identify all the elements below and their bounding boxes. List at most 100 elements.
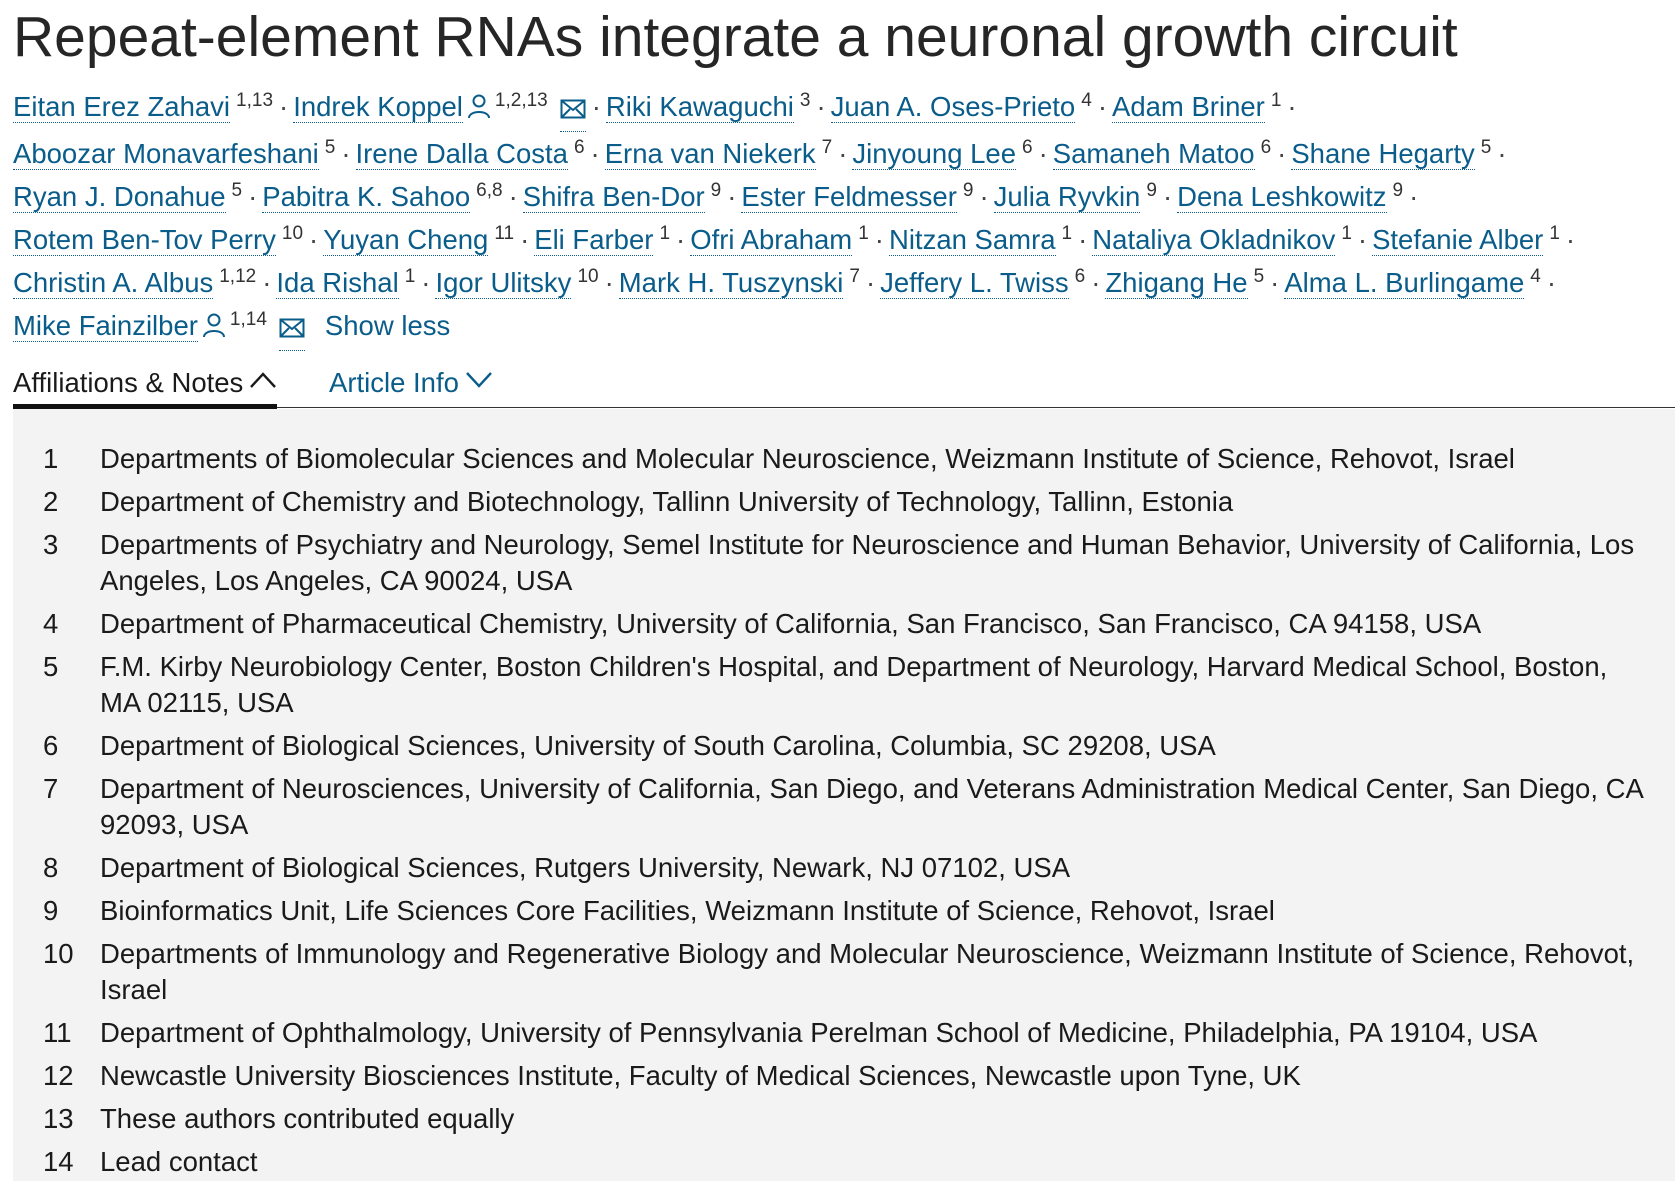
affiliation-superscript: 6: [1022, 137, 1033, 158]
mail-icon[interactable]: [559, 88, 586, 132]
show-less-link[interactable]: Show less: [324, 310, 451, 341]
author-separator: ·: [1565, 224, 1576, 255]
affiliation-text: Department of Biological Sciences, Rutge…: [100, 852, 1071, 883]
author-name-link[interactable]: Pabitra K. Sahoo: [262, 181, 471, 213]
affiliation-superscript: 4: [1530, 266, 1541, 287]
affiliation-number: 11: [43, 1017, 72, 1048]
author-name-link[interactable]: Mike Fainzilber: [13, 310, 198, 342]
affiliation-text: Departments of Psychiatry and Neurology,…: [100, 529, 1635, 596]
tab-article-info[interactable]: Article Info: [329, 358, 493, 408]
author-separator: ·: [248, 181, 258, 212]
author-name-link[interactable]: Aboozar Monavarfeshani: [13, 138, 319, 170]
affiliation-text: Newcastle University Biosciences Institu…: [100, 1060, 1301, 1091]
author-name-link[interactable]: Jeffery L. Twiss: [880, 267, 1069, 299]
author-separator: ·: [590, 138, 600, 169]
affiliation-text: These authors contributed equally: [100, 1103, 515, 1134]
tab-article-info-label: Article Info: [329, 367, 459, 398]
author-separator: ·: [1078, 224, 1088, 255]
author-name-link[interactable]: Mark H. Tuszynski: [618, 267, 844, 299]
affiliation-text: Departments of Biomolecular Sciences and…: [100, 443, 1515, 474]
author-name-link[interactable]: Ida Rishal: [276, 267, 399, 299]
affiliation-text: Department of Ophthalmology, University …: [100, 1017, 1538, 1048]
author-name-link[interactable]: Nataliya Okladnikov: [1092, 224, 1336, 256]
affiliation-text: Department of Chemistry and Biotechnolog…: [100, 486, 1234, 517]
author-name-link[interactable]: Igor Ulitsky: [435, 267, 572, 299]
author-separator: ·: [1497, 138, 1507, 169]
tab-affiliations-notes[interactable]: Affiliations & Notes: [13, 358, 278, 409]
author-name-link[interactable]: Ester Feldmesser: [741, 181, 957, 213]
author-name-link[interactable]: Jinyoung Lee: [852, 138, 1017, 170]
affiliation-superscript: 6: [573, 137, 585, 158]
affiliation-number: 8: [43, 852, 59, 883]
author-name-link[interactable]: Indrek Koppel: [293, 91, 463, 123]
author-name-link[interactable]: Christin A. Albus: [13, 267, 214, 299]
author-separator: ·: [1546, 267, 1557, 298]
author-separator: ·: [838, 138, 848, 169]
author-name-link[interactable]: Shifra Ben-Dor: [522, 181, 705, 213]
affiliation-text: Department of Neurosciences, University …: [100, 773, 1643, 840]
author-separator: ·: [1287, 91, 1297, 122]
author-name-link[interactable]: Ofri Abraham: [690, 224, 853, 256]
author-separator: ·: [591, 91, 601, 122]
author-name-link[interactable]: Eitan Erez Zahavi: [13, 91, 231, 123]
author-name-link[interactable]: Samaneh Matoo: [1052, 138, 1255, 170]
affiliation-number: 14: [43, 1146, 74, 1177]
affiliation-superscript: 5: [1480, 137, 1492, 158]
author-name-link[interactable]: Yuyan Cheng: [323, 224, 489, 256]
chevron-up-icon: [249, 358, 277, 402]
author-name-link[interactable]: Dena Leshkowitz: [1177, 181, 1387, 213]
author-separator: ·: [816, 91, 826, 122]
author-name-link[interactable]: Shane Hegarty: [1291, 138, 1475, 170]
mail-icon[interactable]: [278, 307, 305, 351]
affiliation-item: 11 Department of Ophthalmology, Universit…: [13, 1015, 1675, 1051]
affiliation-number: 6: [43, 730, 59, 761]
author-name-link[interactable]: Zhigang He: [1105, 267, 1248, 299]
affiliation-superscript: 9: [710, 180, 722, 201]
affiliation-superscript: 5: [324, 137, 336, 158]
author-name-link[interactable]: Julia Ryvkin: [993, 181, 1141, 213]
affiliation-text: Department of Biological Sciences, Unive…: [100, 730, 1216, 761]
author-name-link[interactable]: Stefanie Alber: [1372, 224, 1544, 256]
author-separator: ·: [309, 224, 319, 255]
affiliation-number: 9: [43, 895, 59, 926]
author-name-link[interactable]: Nitzan Samra: [888, 224, 1056, 256]
author-name-link[interactable]: Riki Kawaguchi: [605, 91, 794, 123]
affiliation-superscript: 6,8: [476, 180, 503, 201]
affiliation-superscript: 1: [858, 223, 869, 244]
author-name-link[interactable]: Juan A. Oses-Prieto: [830, 91, 1076, 123]
author-separator: ·: [1277, 138, 1287, 169]
author-name-link[interactable]: Irene Dalla Costa: [355, 138, 568, 170]
author-name-link[interactable]: Erna van Niekerk: [604, 138, 816, 170]
author-separator: ·: [1097, 91, 1107, 122]
affiliation-superscript: 1,14: [229, 309, 267, 330]
author-name-link[interactable]: Alma L. Burlingame: [1284, 267, 1525, 299]
author-name-link[interactable]: Eli Farber: [534, 224, 654, 256]
author-name-link[interactable]: Rotem Ben-Tov Perry: [13, 224, 276, 256]
tab-bar: Affiliations & Notes Article Info: [13, 358, 1675, 409]
author-name-link[interactable]: Adam Briner: [1111, 91, 1265, 123]
author-separator: ·: [1038, 138, 1048, 169]
author-separator: ·: [421, 267, 431, 298]
author-name-link[interactable]: Ryan J. Donahue: [13, 181, 226, 213]
affiliation-superscript: 4: [1081, 90, 1092, 111]
